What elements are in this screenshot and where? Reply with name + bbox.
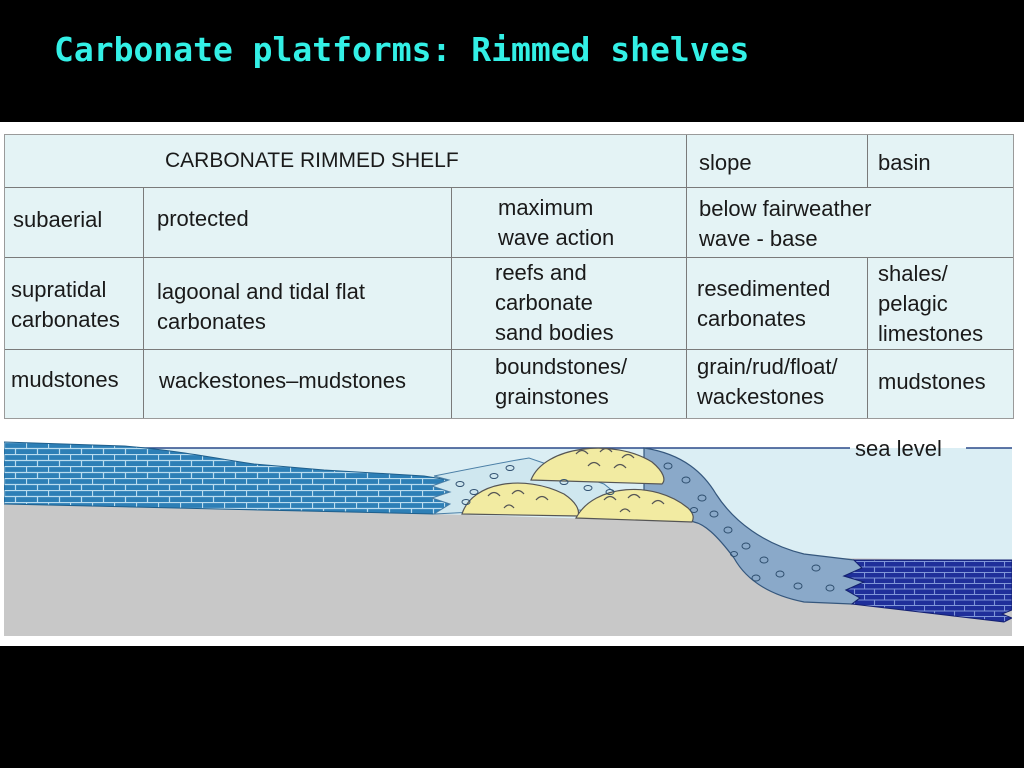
facies-subaerial: supratidal carbonates [11,277,120,332]
rocks-protected: wackestones–mudstones [159,368,407,393]
header-shelf: CARBONATE RIMMED SHELF [165,149,459,172]
facies-reef: reefs and carbonate sand bodies [495,260,614,345]
basin-limestone [842,559,1012,623]
rocks-basin: mudstones [878,369,986,394]
rimmed-shelf-figure: CARBONATE RIMMED SHELF slope basin subae… [0,122,1024,646]
rocks-slope: grain/rud/float/ wackestones [697,354,838,409]
substrate [4,504,1012,636]
reef-mound [575,488,694,523]
facies-basin: shales/ pelagic limestones [878,261,984,346]
energy-reef: maximum wave action [498,195,615,250]
reef-fossil-marks [487,447,665,513]
reef-mounds [461,447,694,523]
sea-level-label: sea level [855,436,942,461]
table-rule [5,257,1013,258]
reef-mound [530,447,665,485]
slide-title: Carbonate platforms: Rimmed shelves [54,30,750,69]
table-rule [686,135,687,418]
facies-table: CARBONATE RIMMED SHELF slope basin subae… [4,134,1014,419]
energy-subaerial: subaerial [13,207,103,232]
header-basin: basin [878,150,931,175]
table-rule [5,187,1013,188]
table-rule [451,187,452,418]
table-rule [143,187,144,418]
platform-cross-section: sea level [4,436,1012,636]
energy-slope-basin: below fairweather wave - base [699,196,872,251]
table-rule [867,257,868,418]
facies-protected: lagoonal and tidal flat carbonates [157,279,365,334]
energy-protected: protected [157,206,249,231]
rocks-subaerial: mudstones [11,367,119,392]
sediment-clasts [455,462,835,592]
header-slope: slope [699,150,752,175]
facies-slope: resedimented carbonates [697,276,831,331]
table-rule [867,135,868,187]
rocks-reef: boundstones/ grainstones [495,354,628,409]
table-rule [5,349,1013,350]
